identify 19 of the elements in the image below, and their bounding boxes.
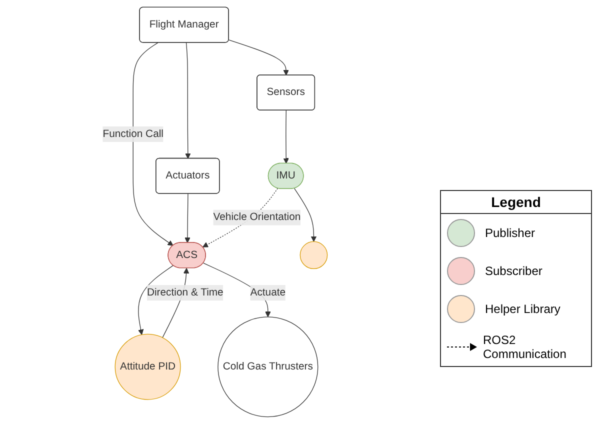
arrow <box>184 193 190 244</box>
node-circle: Attitude PID <box>114 334 181 400</box>
legend-label: Publisher <box>485 226 536 240</box>
legend-label: Helper Library <box>485 302 560 316</box>
edge-label: Function Call <box>102 128 164 140</box>
arrow <box>294 188 317 242</box>
legend-title: Legend <box>441 191 591 214</box>
arrow <box>185 42 191 159</box>
node-circle: Cold Gas Thrusters <box>218 316 318 418</box>
edge-label: Actuate <box>250 286 286 298</box>
arrow <box>132 42 174 246</box>
arrow <box>283 110 289 164</box>
node-circle <box>300 241 328 270</box>
legend-label: Subscriber <box>485 264 542 278</box>
legend-label: ROS2 Communication <box>483 333 568 361</box>
edge-label: Vehicle Orientation <box>213 212 301 223</box>
arrow <box>138 265 174 335</box>
edge-label: Direction & Time <box>146 286 224 298</box>
arrow <box>228 40 289 76</box>
